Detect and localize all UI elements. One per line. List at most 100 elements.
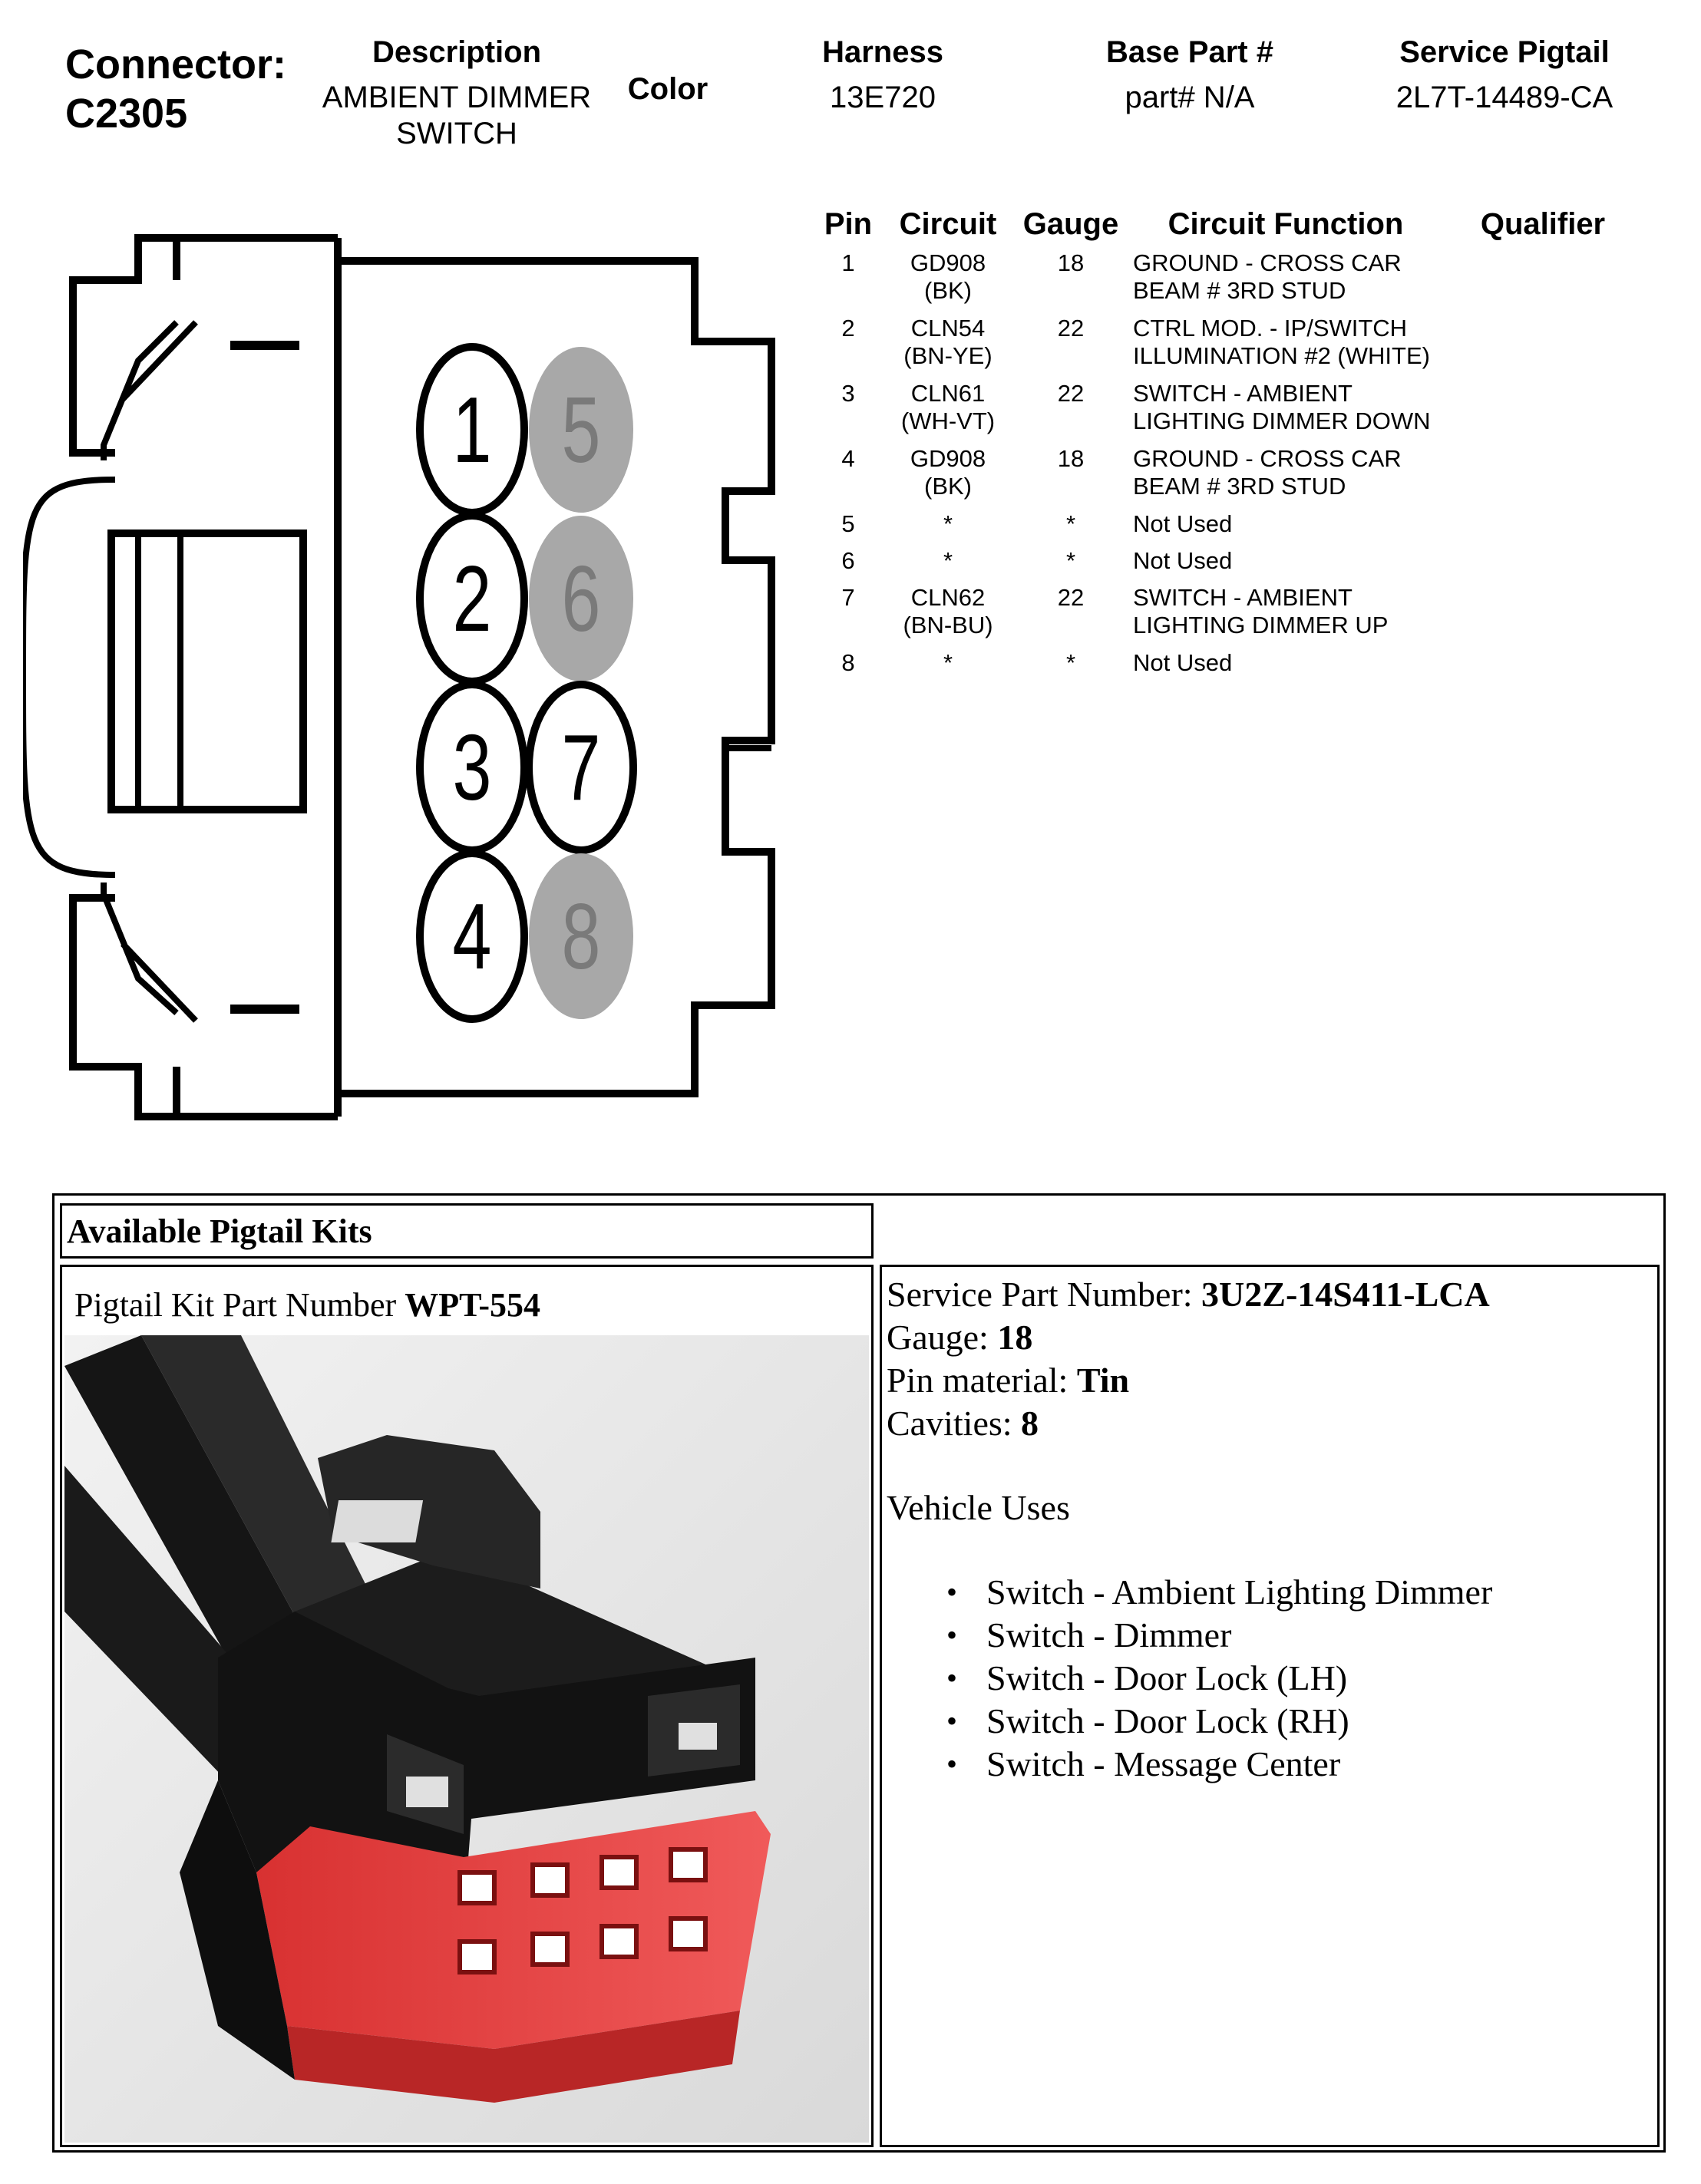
red-face-lower: [287, 2011, 740, 2103]
cavities-value: 8: [1021, 1404, 1039, 1443]
wire-gauge: 22: [1057, 380, 1085, 407]
connector-red-face: [256, 1811, 771, 2049]
pin-number: 6: [841, 547, 855, 574]
pigtail-photo: [64, 1335, 869, 2143]
housing-slot-left: [406, 1777, 448, 1807]
latch-marks: [230, 341, 299, 1014]
cable-lower: [64, 1466, 264, 1796]
circuit-function: GROUND - CROSS CAR: [1133, 249, 1402, 276]
pin-cavity-label: 1: [453, 377, 492, 482]
pin-cavity-label: 7: [562, 714, 601, 820]
description-label: Description: [372, 35, 542, 69]
circuit-function: Not Used: [1133, 510, 1233, 537]
housing-slot-right: [679, 1723, 717, 1750]
description-line1: AMBIENT DIMMER: [322, 81, 592, 114]
vehicle-uses-title: Vehicle Uses: [887, 1488, 1070, 1527]
pin-number: 3: [841, 380, 855, 407]
pin-cavity-label: 6: [562, 546, 601, 651]
gauge-spec: Gauge: 18: [887, 1316, 1657, 1359]
service-pigtail-label: Service Pigtail: [1399, 35, 1610, 69]
base-part-value: part# N/A: [1125, 81, 1255, 114]
pigtail-specs-box: Service Part Number: 3U2Z-14S411-LCA Gau…: [880, 1265, 1660, 2147]
pigtail-kit-caption: Pigtail Kit Part Number WPT-554: [62, 1267, 871, 1327]
pigtail-kit-box: Pigtail Kit Part Number WPT-554: [60, 1265, 874, 2147]
cable-mid: [141, 1335, 387, 1658]
circuit-id: CLN54: [910, 315, 986, 341]
service-part-number-label: Service Part Number:: [887, 1275, 1202, 1314]
pin-number: 2: [841, 315, 855, 341]
wire-gauge: *: [1065, 649, 1076, 676]
harness-value: 13E720: [830, 81, 936, 114]
pigtail-section-frame: [52, 1193, 1666, 2153]
pin-number: 4: [841, 445, 855, 472]
vehicle-use-item: Switch - Door Lock (RH): [887, 1700, 1657, 1743]
circuit-function: Not Used: [1133, 547, 1233, 574]
circuit-id: *: [943, 547, 953, 574]
connector-key-slot: [107, 530, 307, 813]
pin-number: 7: [841, 584, 855, 611]
connector-main-body: [334, 238, 775, 1117]
service-pigtail-value: 2L7T-14489-CA: [1395, 81, 1613, 114]
service-part-number: Service Part Number: 3U2Z-14S411-LCA: [887, 1273, 1657, 1316]
col-header-function: Circuit Function: [1168, 207, 1404, 241]
col-header-qualifier: Qualifier: [1480, 207, 1606, 241]
pin-holes: [457, 1847, 708, 1975]
harness-label: Harness: [822, 35, 943, 69]
connector-shroud-outline: [69, 234, 338, 457]
pin-cavity-8: [529, 853, 633, 1019]
circuit-color: (BK): [924, 473, 972, 500]
description-line2: SWITCH: [396, 117, 517, 150]
gauge-spec-value: 18: [997, 1318, 1033, 1357]
circuit-id: *: [943, 649, 953, 676]
circuit-function-line2: LIGHTING DIMMER DOWN: [1133, 407, 1431, 434]
circuit-id: CLN61: [910, 380, 986, 407]
wire-gauge: *: [1065, 547, 1076, 574]
circuit-id: GD908: [910, 445, 986, 472]
connector-side-bump: [23, 477, 116, 878]
circuit-function: CTRL MOD. - IP/SWITCH: [1133, 315, 1408, 341]
circuit-function-line2: BEAM # 3RD STUD: [1133, 277, 1346, 304]
pin-cavity-6: [529, 516, 633, 681]
vehicle-use-item: Switch - Dimmer: [887, 1614, 1657, 1657]
circuit-id: GD908: [910, 249, 986, 276]
pin-material-label: Pin material:: [887, 1361, 1077, 1400]
wire-gauge: 18: [1057, 249, 1085, 276]
cable-left: [64, 1335, 318, 1696]
pin-cavity-5: [529, 347, 633, 513]
pin-cavity-label: 3: [453, 714, 492, 820]
vehicle-use-item: Switch - Ambient Lighting Dimmer: [887, 1571, 1657, 1614]
circuit-color: (BN-YE): [903, 342, 993, 369]
circuit-function: GROUND - CROSS CAR: [1133, 445, 1402, 472]
vehicle-uses-list: Switch - Ambient Lighting Dimmer Switch …: [887, 1571, 1657, 1786]
pigtail-kit-number: WPT-554: [405, 1286, 541, 1324]
circuit-id: CLN62: [910, 584, 986, 611]
latch-upper: [101, 320, 198, 460]
vehicle-use-item: Switch - Message Center: [887, 1743, 1657, 1786]
pin-cavity-label: 8: [562, 883, 601, 988]
pin-cavity-label: 5: [562, 377, 601, 482]
pin-cavity-4: [416, 850, 528, 1023]
housing-latch: [318, 1435, 540, 1589]
pin-cavity-label: 2: [453, 546, 492, 651]
circuit-function: Not Used: [1133, 649, 1233, 676]
wire-gauge: 22: [1057, 315, 1085, 341]
circuit-function-line2: ILLUMINATION #2 (WHITE): [1133, 342, 1430, 369]
connector-label: Connector:: [65, 41, 286, 87]
pin-material-spec: Pin material: Tin: [887, 1359, 1657, 1402]
circuit-id: *: [943, 510, 953, 537]
circuit-function: SWITCH - AMBIENT: [1133, 380, 1353, 407]
col-header-circuit: Circuit: [899, 207, 997, 241]
circuit-function: SWITCH - AMBIENT: [1133, 584, 1353, 611]
wire-gauge: 22: [1057, 584, 1085, 611]
housing-window: [331, 1500, 424, 1542]
cavities-spec: Cavities: 8: [887, 1402, 1657, 1445]
latch-lower: [101, 883, 198, 1023]
pin-number: 8: [841, 649, 855, 676]
pin-number: 1: [841, 249, 855, 276]
service-part-number-value: 3U2Z-14S411-LCA: [1201, 1275, 1490, 1314]
pigtail-section-title: Available Pigtail Kits: [67, 1212, 372, 1250]
col-header-pin: Pin: [824, 207, 873, 241]
connector-shroud-lower: [69, 894, 338, 1120]
